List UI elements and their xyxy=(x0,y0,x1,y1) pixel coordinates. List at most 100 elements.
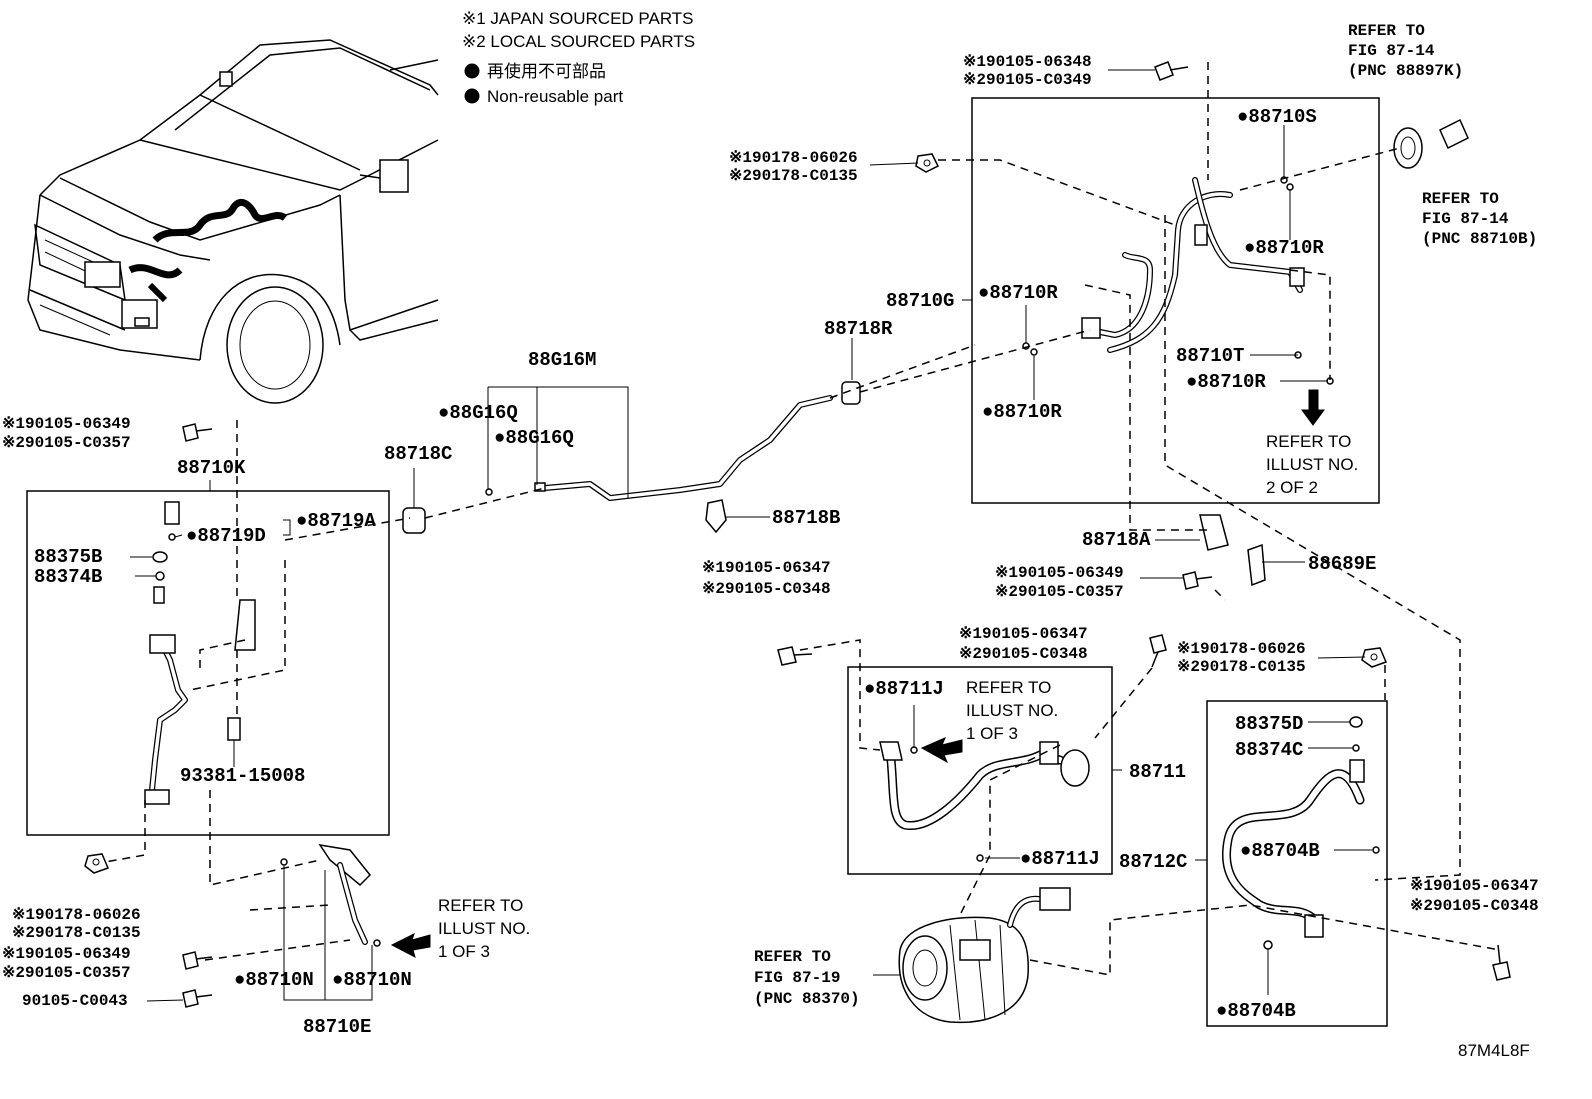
part-labels: REFER TO FIG 87-14 (PNC 88897K) REFER TO… xyxy=(2,22,1539,1060)
legend-nonreusable-en: Non-reusable part xyxy=(487,87,623,106)
part-88374B: 88374B xyxy=(34,566,102,588)
part-190105-06349: ※190105-06349 xyxy=(2,945,131,963)
part-88712C: 88712C xyxy=(1119,851,1187,873)
switch-88719A xyxy=(164,501,180,525)
ref-illust-1of3b-line2: ILLUST NO. xyxy=(438,919,530,938)
part-88689E: 88689E xyxy=(1308,553,1376,575)
part-88G16Q: ●88G16Q xyxy=(494,427,574,449)
bracket-88689E xyxy=(1247,543,1266,587)
ref-fig-87-19-line2: FIG 87-19 xyxy=(754,969,840,987)
vehicle-illustration xyxy=(27,39,439,404)
ref-illust-1of3b-line3: 1 OF 3 xyxy=(438,942,490,961)
fitting-88897K xyxy=(1393,127,1423,169)
arrow-right-icon xyxy=(920,737,963,764)
part-88375D: 88375D xyxy=(1235,713,1303,735)
part-88G16Q: ●88G16Q xyxy=(438,402,518,424)
part-88710K: 88710K xyxy=(177,457,246,479)
part-190105-06349: ※190105-06349 xyxy=(2,415,131,433)
part-88710R: ●88710R xyxy=(982,401,1062,423)
part-88710T: 88710T xyxy=(1176,345,1244,367)
part-88719A: ●88719A xyxy=(296,510,376,532)
bracket-88710E xyxy=(318,843,372,945)
part-88710E: 88710E xyxy=(303,1016,371,1038)
ref-illust-1of3b-line1: REFER TO xyxy=(438,896,523,915)
part-88711J: ●88711J xyxy=(1020,848,1100,870)
ref-illust-2of2-line1: REFER TO xyxy=(1266,432,1351,451)
part-190178-06026: ※190178-06026 xyxy=(12,906,141,924)
ref-illust-2of2-line2: ILLUST NO. xyxy=(1266,455,1358,474)
legend-note-2: ※2 LOCAL SOURCED PARTS xyxy=(462,32,695,51)
part-88374C: 88374C xyxy=(1235,739,1303,761)
part-190178-06026: ※190178-06026 xyxy=(1177,640,1306,658)
pipe-assembly-88710G xyxy=(1081,177,1305,353)
part-88718R: 88718R xyxy=(824,318,893,340)
part-88718C: 88718C xyxy=(384,443,452,465)
part-290105-C0357: ※290105-C0357 xyxy=(2,964,131,982)
ref-fig-87-14b-line3: (PNC 88710B) xyxy=(1422,230,1537,248)
hose-88711 xyxy=(879,741,1090,830)
ref-illust-1of3-line1: REFER TO xyxy=(966,678,1051,697)
arrow-right-icon xyxy=(390,933,431,958)
part-88704B: ●88704B xyxy=(1240,840,1320,862)
part-290105-C0357: ※290105-C0357 xyxy=(2,434,131,452)
legend-note-1: ※1 JAPAN SOURCED PARTS xyxy=(462,9,694,28)
part-88710G: 88710G xyxy=(886,290,954,312)
part-88711: 88711 xyxy=(1129,761,1186,783)
part-290105-C0348: ※290105-C0348 xyxy=(1410,897,1539,915)
part-190105-06347: ※190105-06347 xyxy=(959,625,1088,643)
part-88718B: 88718B xyxy=(772,507,840,529)
pipe-88G16M xyxy=(542,395,833,501)
part-190105-06347: ※190105-06347 xyxy=(702,559,831,577)
dashed-leader-lines xyxy=(104,62,1501,976)
clamp-88718C xyxy=(402,507,426,534)
part-88719D: ●88719D xyxy=(186,525,266,547)
part-190105-06348: ※190105-06348 xyxy=(963,53,1092,71)
part-88711J: ●88711J xyxy=(864,678,944,700)
part-290178-C0135: ※290178-C0135 xyxy=(1177,658,1306,676)
part-290105-C0357: ※290105-C0357 xyxy=(995,583,1124,601)
clamp-88718R xyxy=(841,381,861,405)
legend-nonreusable-jp: 再使用不可部品 xyxy=(487,61,606,81)
legend: ※1 JAPAN SOURCED PARTS ※2 LOCAL SOURCED … xyxy=(462,9,695,106)
clamp-88718B xyxy=(705,499,727,534)
compressor-88370 xyxy=(898,887,1071,1024)
part-88710R: ●88710R xyxy=(978,282,1058,304)
part-93381-15008: 93381-15008 xyxy=(180,765,305,787)
group-box-88712C xyxy=(1206,700,1388,1027)
part-88375B: 88375B xyxy=(34,546,102,568)
part-290178-C0135: ※290178-C0135 xyxy=(729,167,858,185)
part-88710R: ●88710R xyxy=(1244,237,1324,259)
group-box-88710K xyxy=(26,490,390,836)
part-190178-06026: ※190178-06026 xyxy=(729,149,858,167)
part-290178-C0135: ※290178-C0135 xyxy=(12,924,141,942)
ref-fig-87-19-line3: (PNC 88370) xyxy=(754,990,860,1008)
part-190105-06347: ※190105-06347 xyxy=(1410,877,1539,895)
part-90105-C0043: 90105-C0043 xyxy=(22,992,128,1010)
fasteners xyxy=(84,61,1511,1008)
ref-illust-1of3-line2: ILLUST NO. xyxy=(966,701,1058,720)
ref-fig-87-14-line2: FIG 87-14 xyxy=(1348,42,1435,60)
ref-fig-87-14-line1: REFER TO xyxy=(1348,22,1425,40)
ref-fig-87-14b-line1: REFER TO xyxy=(1422,190,1499,208)
ref-fig-87-14-line3: (PNC 88897K) xyxy=(1348,62,1463,80)
part-88710R: ●88710R xyxy=(1186,371,1266,393)
ref-illust-2of2-line3: 2 OF 2 xyxy=(1266,478,1318,497)
pipe-88710K xyxy=(144,599,256,805)
part-88G16M: 88G16M xyxy=(528,349,596,371)
part-88710N: ●88710N xyxy=(332,969,412,991)
part-88710S: ●88710S xyxy=(1237,106,1317,128)
ref-fig-87-14b-line2: FIG 87-14 xyxy=(1422,210,1509,228)
leader-lines xyxy=(130,69,1372,1002)
figure-code: 87M4L8F xyxy=(1458,1041,1530,1060)
clamp-88718A xyxy=(1199,514,1229,551)
nonreusable-dot-icon xyxy=(464,88,480,104)
ref-illust-1of3-line3: 1 OF 3 xyxy=(966,724,1018,743)
part-190105-06349: ※190105-06349 xyxy=(995,564,1124,582)
part-88718A: 88718A xyxy=(1082,529,1151,551)
part-290105-C0348: ※290105-C0348 xyxy=(702,580,831,598)
arrow-down-icon xyxy=(1301,389,1325,426)
part-88704B: ●88704B xyxy=(1216,1000,1296,1022)
ref-fig-87-19-line1: REFER TO xyxy=(754,948,831,966)
part-290105-C0348: ※290105-C0348 xyxy=(959,645,1088,663)
